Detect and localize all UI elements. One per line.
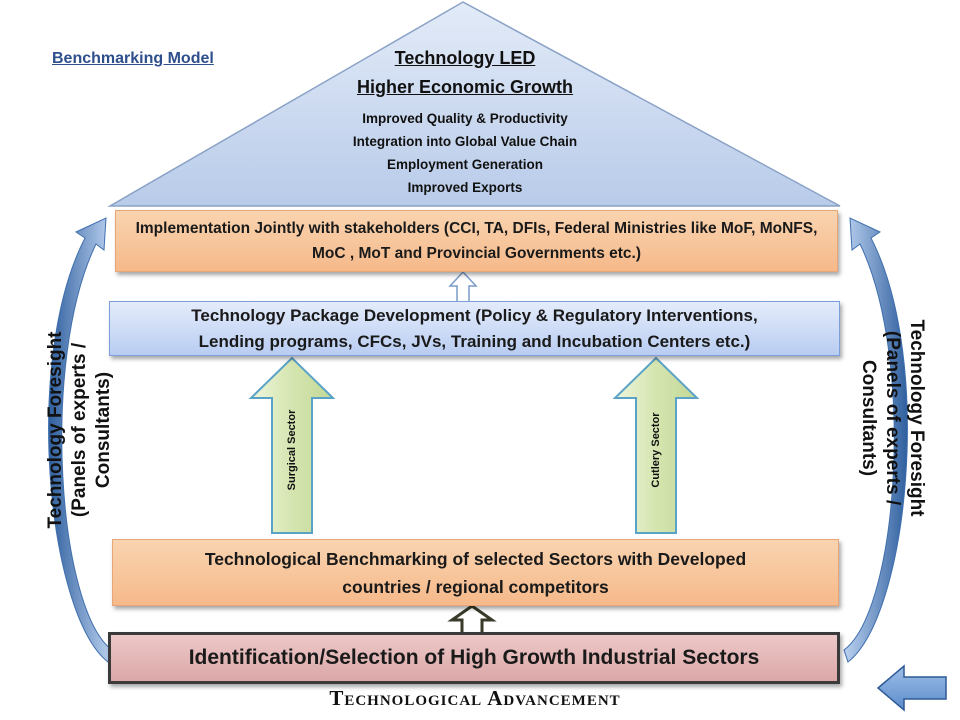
footer-label: Technological Advancement — [329, 686, 621, 710]
left-foresight-arrow — [48, 217, 113, 663]
foresight-line3: Consultants) — [858, 359, 879, 477]
cutlery-sector-label: Cutlery Sector — [650, 412, 662, 488]
right-foresight-label: Technology Foresight (Panels of experts … — [856, 268, 928, 568]
foresight-line2: (Panels of experts / — [882, 330, 903, 506]
roof-item: Improved Quality & Productivity — [362, 111, 568, 126]
benchmarking-text-line1: Technological Benchmarking of selected S… — [204, 548, 747, 569]
roof-heading-line2: Higher Economic Growth — [356, 77, 574, 97]
roof-triangle — [107, 1, 841, 207]
up-arrow-to-implementation — [448, 270, 478, 303]
surgical-sector-arrow — [248, 356, 336, 534]
implementation-text: Implementation Jointly with stakeholders… — [135, 220, 818, 262]
identification-box: Identification/Selection of High Growth … — [108, 632, 840, 684]
benchmarking-text-line2: countries / regional competitors — [342, 576, 609, 597]
benchmarking-box: Technological Benchmarking of selected S… — [112, 539, 839, 606]
left-foresight-label: Technology Foresight (Panels of experts … — [44, 280, 116, 580]
foresight-line1: Technology Foresight — [906, 319, 927, 517]
identification-text: Identification/Selection of High Growth … — [188, 646, 760, 669]
technology-package-box: Technology Package Development (Policy &… — [109, 301, 840, 356]
roof-item: Improved Exports — [407, 180, 523, 195]
foresight-line3: Consultants) — [93, 371, 114, 489]
implementation-box: Implementation Jointly with stakeholders… — [115, 210, 838, 272]
surgical-sector-label: Surgical Sector — [286, 409, 298, 491]
page-title: Benchmarking Model — [52, 50, 214, 67]
roof-item: Employment Generation — [386, 157, 544, 172]
back-arrow-icon[interactable] — [876, 664, 947, 712]
package-text-line2: Lending programs, CFCs, JVs, Training an… — [198, 331, 751, 351]
package-text-line1: Technology Package Development (Policy &… — [191, 305, 758, 325]
cutlery-sector-arrow — [612, 356, 700, 534]
foresight-line1: Technology Foresight — [45, 331, 66, 529]
up-arrow-to-benchmarking — [447, 604, 497, 636]
foresight-line2: (Panels of experts / — [69, 342, 90, 518]
roof-item: Integration into Global Value Chain — [352, 134, 578, 149]
roof-heading-line1: Technology LED — [394, 48, 536, 68]
right-foresight-arrow — [843, 217, 908, 663]
